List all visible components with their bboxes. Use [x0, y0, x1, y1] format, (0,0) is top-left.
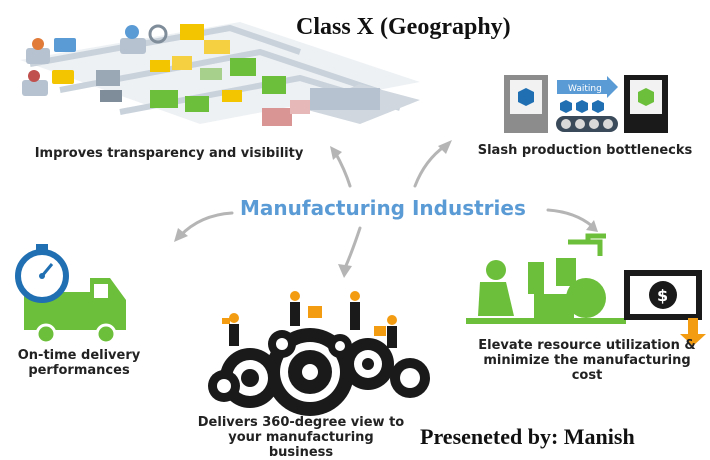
waiting-badge: Waiting: [568, 84, 602, 94]
arrow-to-bottlenecks: [413, 144, 447, 188]
resource-illustration: $: [466, 233, 706, 346]
arrow-to-resource: [546, 208, 594, 228]
page-title: Class X (Geography): [296, 14, 511, 40]
svg-text:$: $: [657, 286, 668, 305]
benefit-bottlenecks-label: Slash production bottlenecks: [477, 143, 693, 158]
presenter-credit: Preseneted by: Manish: [420, 424, 635, 449]
network-illustration: [20, 22, 420, 126]
benefit-resource-label: Elevate resource utilization & minimize …: [478, 338, 696, 383]
benefit-transparency-label: Improves transparency and visibility: [34, 146, 304, 161]
arrow-to-360-view: [343, 226, 362, 270]
benefit-delivery-label: On-time delivery performances: [17, 348, 141, 378]
arrow-to-transparency: [333, 150, 352, 188]
connector-arrows: [174, 140, 598, 278]
arrow-to-delivery: [178, 211, 234, 238]
bottleneck-illustration: Waiting: [504, 75, 668, 133]
center-topic-label: Manufacturing Industries: [240, 196, 526, 220]
gears-illustration: [208, 291, 430, 416]
benefit-360-view-label: Delivers 360-degree view to your manufac…: [197, 415, 405, 460]
delivery-truck-icon: [15, 244, 126, 345]
